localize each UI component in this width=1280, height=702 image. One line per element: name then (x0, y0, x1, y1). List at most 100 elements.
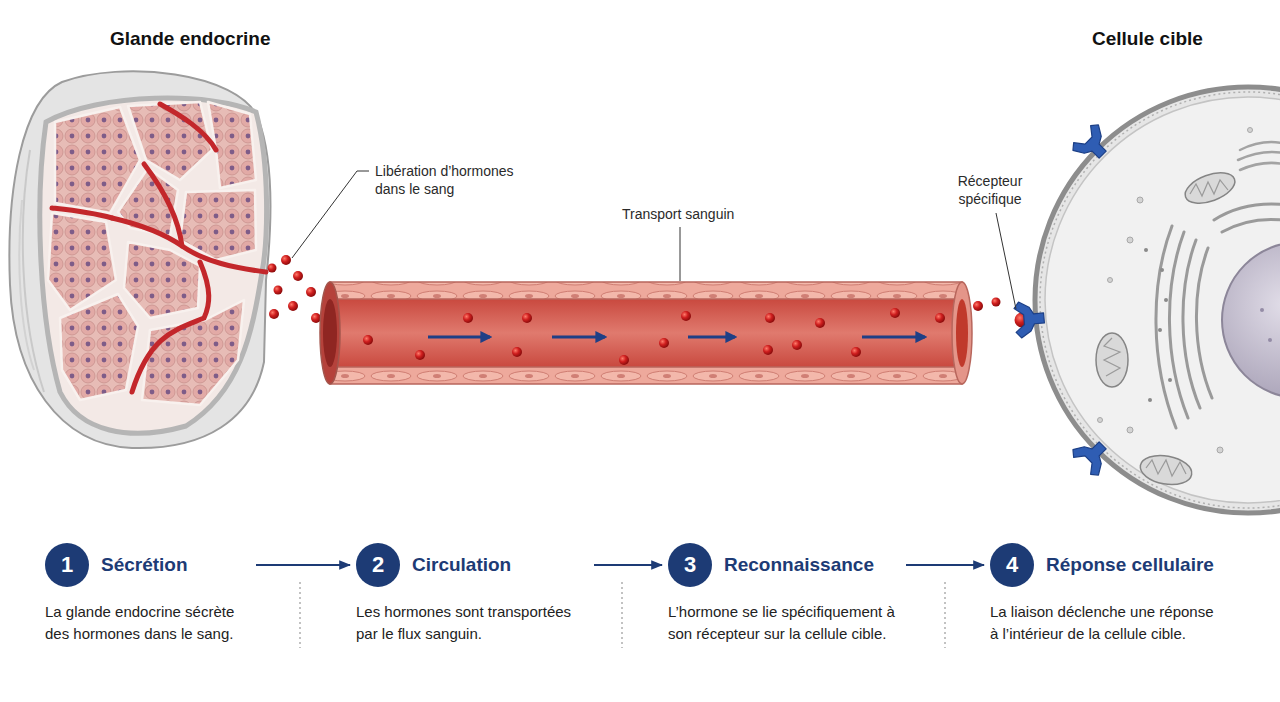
hormone (522, 313, 532, 323)
step-description: La glande endocrine sécrète des hormones… (45, 601, 250, 645)
step-arrow (594, 564, 662, 566)
leader-line (680, 227, 681, 281)
gland-lobule (124, 242, 200, 318)
vessel-lumen (330, 299, 962, 367)
hormone (268, 255, 322, 323)
step-node: 3ReconnaissanceL’hormone se lie spécifiq… (668, 543, 900, 645)
gland-lobule (142, 300, 244, 405)
cytoplasm (1045, 97, 1280, 503)
gland-capillary (144, 164, 182, 246)
vessel-end (956, 299, 968, 367)
endoplasmic-reticulum (1222, 220, 1280, 233)
gland-section (40, 98, 267, 433)
gland-lobule (48, 213, 116, 310)
step-number: 4 (1006, 554, 1018, 576)
vessel-opening (323, 299, 337, 367)
mitochondrion-cristae (1190, 180, 1228, 196)
hormone (306, 287, 316, 297)
vesicle (1098, 418, 1103, 423)
step-description: L’hormone se lie spécifiquement à son ré… (668, 601, 900, 645)
step-separator (621, 582, 622, 648)
flow-arrow (688, 336, 735, 339)
endocrine-gland (9, 71, 356, 448)
blood-vessel (320, 282, 1001, 384)
step-header: 2 Circulation (356, 543, 511, 587)
vessel-wall (330, 298, 962, 300)
ribosome (1158, 328, 1162, 332)
step-separator (300, 582, 945, 648)
vessel-end (952, 282, 972, 384)
nucleus (1222, 242, 1280, 398)
endoplasmic-reticulum (1156, 226, 1176, 428)
flow-arrow (862, 336, 925, 339)
step-number-circle: 2 (356, 543, 400, 587)
hormone (363, 335, 373, 345)
step-node: 4Réponse cellulaireLa liaison déclenche … (990, 543, 1220, 645)
vessel-wall (330, 366, 962, 368)
vesicle (1127, 237, 1133, 243)
flow-arrow (428, 336, 925, 339)
hormone (890, 308, 900, 318)
hormone (935, 313, 945, 323)
ribosome (1160, 268, 1164, 272)
heading: Glande endocrine (110, 28, 270, 50)
hormone (415, 350, 425, 360)
golgi (1240, 163, 1280, 170)
cell-membrane (1035, 87, 1280, 513)
ribosome (1164, 298, 1168, 302)
gland-capillary (112, 218, 266, 272)
endoplasmic-reticulum (1214, 204, 1280, 220)
receptor (1069, 433, 1115, 479)
gland-lobule (128, 102, 212, 180)
hormone (281, 255, 291, 265)
vesicle (1137, 197, 1143, 203)
hormone (763, 345, 773, 355)
hormone (274, 286, 283, 295)
nucleus-texture (1268, 338, 1272, 342)
vessel-wall (330, 282, 962, 384)
gland-capillary (52, 104, 266, 392)
hormone (765, 313, 775, 323)
gland-capillary (132, 262, 209, 392)
nucleus-texture (1260, 308, 1264, 312)
golgi (1238, 152, 1280, 160)
receptor (1069, 121, 1115, 167)
target-cell (1014, 87, 1280, 513)
mitochondrion (1181, 167, 1239, 209)
heading: Cellule cible (1092, 28, 1203, 50)
step-number-circle: 4 (990, 543, 1034, 587)
flow-arrow (428, 336, 490, 339)
hormone (268, 264, 277, 273)
vesicle (1127, 427, 1133, 433)
endoplasmic-reticulum (1169, 232, 1188, 418)
step-arrow (256, 564, 350, 566)
hormone (792, 340, 802, 350)
hormone (269, 309, 279, 319)
vesicle (1248, 128, 1253, 133)
gland-lobule (48, 102, 256, 405)
ribosome (1168, 378, 1172, 382)
step-title: Sécrétion (101, 543, 188, 587)
step-node: 2CirculationLes hormones sont transporté… (356, 543, 588, 645)
vesicle (1217, 447, 1223, 453)
step-title: Circulation (412, 543, 511, 587)
mitochondrion-cristae (1146, 460, 1186, 476)
cell-membrane (1040, 92, 1280, 508)
step-header: 1Sécrétion (45, 543, 188, 587)
ribosome (1144, 248, 1172, 402)
hormone (619, 355, 629, 365)
hormone (815, 318, 825, 328)
capsule-texture (19, 200, 34, 370)
endoplasmic-reticulum (1183, 240, 1200, 408)
step-description: La liaison déclenche une réponse à l’int… (990, 601, 1220, 645)
step-arrow (906, 564, 984, 566)
hormone (992, 298, 1001, 307)
gland-lobule (60, 294, 138, 400)
vesicle (1098, 128, 1253, 454)
step-separator (944, 582, 945, 648)
vessel-opening (320, 282, 340, 384)
ribosome (1144, 248, 1148, 252)
